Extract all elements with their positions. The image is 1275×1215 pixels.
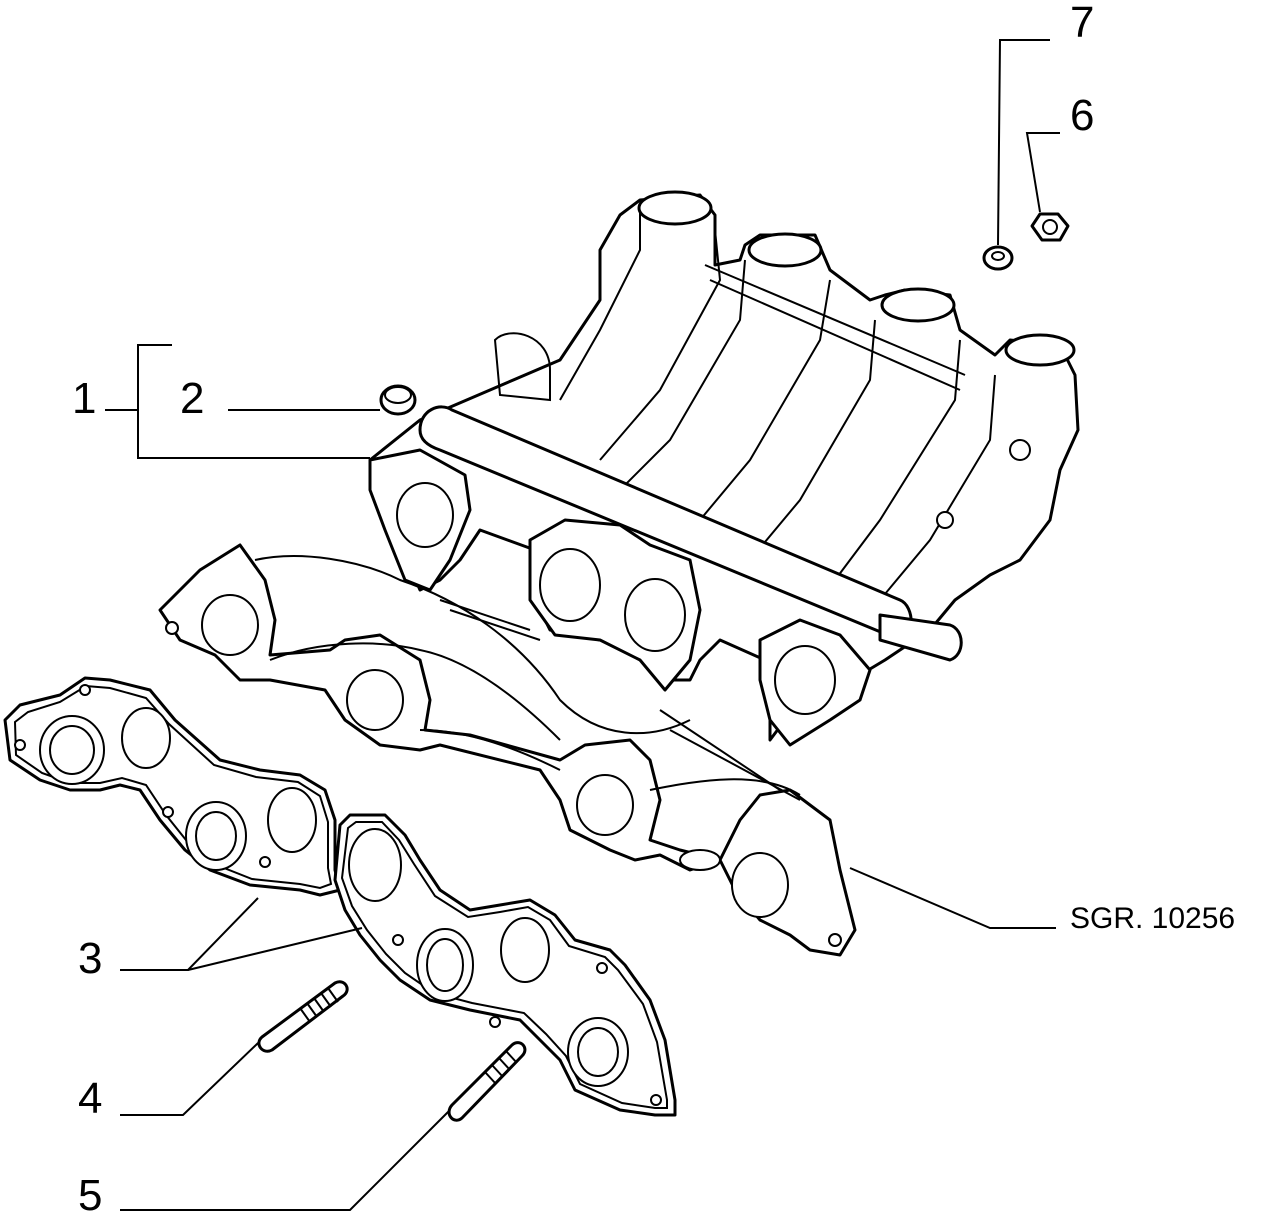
callout-3: 3 bbox=[78, 934, 102, 983]
nut-part-6 bbox=[1030, 212, 1070, 242]
callout-1: 1 bbox=[72, 374, 96, 423]
callout-2: 2 bbox=[180, 374, 204, 423]
exhaust-manifold bbox=[158, 543, 857, 957]
gasket-left bbox=[3, 676, 342, 897]
callout-4: 4 bbox=[78, 1074, 102, 1123]
callout-7: 7 bbox=[1070, 0, 1094, 47]
reference-code: SGR. 10256 bbox=[1070, 902, 1235, 935]
stud-part-5 bbox=[447, 1041, 527, 1122]
stud-part-4 bbox=[257, 980, 349, 1053]
plug-part-2 bbox=[379, 384, 417, 416]
callout-5: 5 bbox=[78, 1171, 102, 1215]
intake-manifold bbox=[368, 190, 1080, 747]
washer-part-7 bbox=[982, 245, 1014, 271]
gasket-right bbox=[333, 813, 677, 1117]
leader-lines bbox=[105, 39, 1060, 1211]
callout-labels: 1 2 3 4 5 6 7 SGR. 10256 bbox=[72, 0, 1235, 1215]
callout-6: 6 bbox=[1070, 91, 1094, 140]
